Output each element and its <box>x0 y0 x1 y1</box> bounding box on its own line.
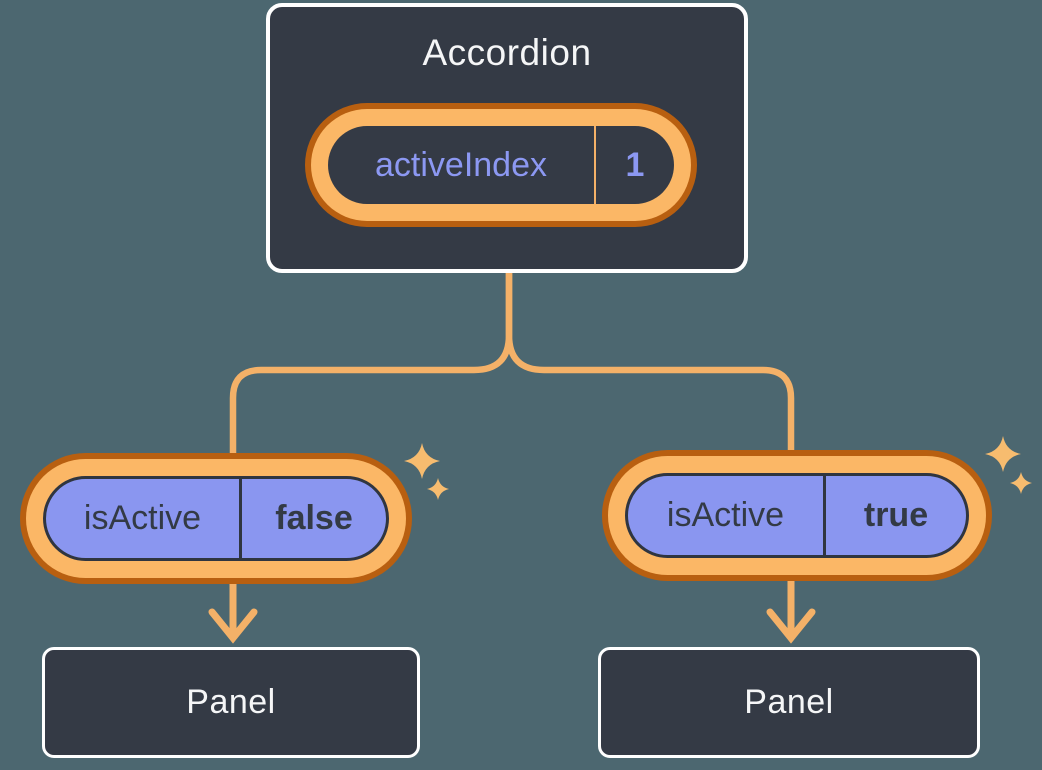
state-pill-body: activeIndex 1 <box>328 126 674 204</box>
pill-divider <box>823 476 826 555</box>
sparkle-icon <box>985 436 1021 472</box>
state-pill-activeindex: activeIndex 1 <box>305 103 697 227</box>
prop-pill-glow-band: isActive false <box>26 459 406 578</box>
accordion-title: Accordion <box>422 32 592 73</box>
sparkle-icon <box>427 478 449 500</box>
sparkle-icon <box>404 443 440 479</box>
branch-connector-left <box>229 266 513 460</box>
sparkle-icon <box>1010 472 1032 494</box>
arrow-right-head-icon <box>766 608 816 644</box>
prop-pill-glow-band: isActive true <box>608 456 986 575</box>
panel-component-card-left: Panel <box>42 647 420 758</box>
prop-pill-isactive-right: isActive true <box>602 450 992 581</box>
pill-divider <box>239 479 242 558</box>
state-value-label: 1 <box>625 145 645 184</box>
panel-component-card-right: Panel <box>598 647 980 758</box>
prop-value-label: true <box>863 496 929 534</box>
state-name-label: activeIndex <box>375 145 547 184</box>
prop-value-label: false <box>275 499 353 537</box>
prop-pill-isactive-left: isActive false <box>20 453 412 584</box>
pill-divider <box>594 126 596 204</box>
prop-pill-body: isActive false <box>43 476 389 561</box>
branch-connector-right <box>505 266 795 458</box>
state-pill-glow-band: activeIndex 1 <box>311 109 691 221</box>
prop-name-label: isActive <box>666 496 785 534</box>
prop-pill-body: isActive true <box>625 473 969 558</box>
prop-name-label: isActive <box>83 499 202 537</box>
arrow-left-head-icon <box>208 608 258 644</box>
